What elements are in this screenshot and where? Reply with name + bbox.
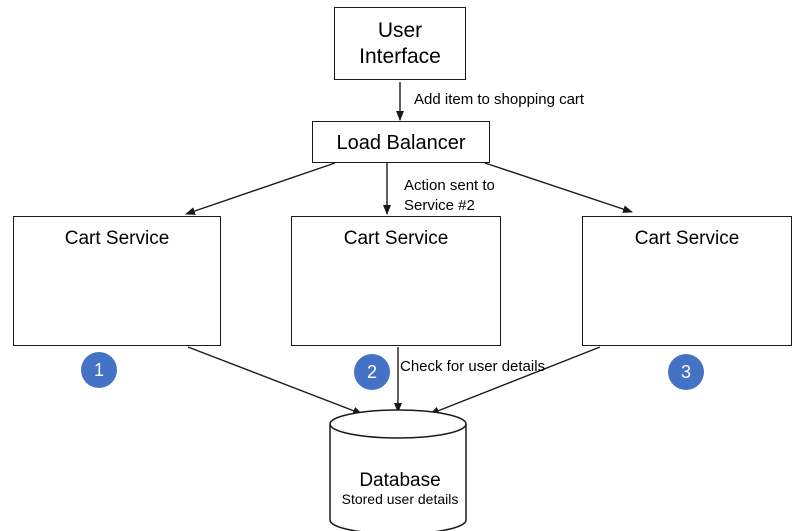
database-title: Database (359, 470, 441, 491)
cart-service-1-node: Cart Service (13, 216, 221, 346)
arrow-load-balancer-to-service-1 (185, 162, 336, 215)
add-item-label: Add item to shopping cart (414, 91, 585, 108)
check-user-details-label: Check for user details (400, 358, 546, 375)
load-balancer-node: Load Balancer (312, 121, 490, 163)
arrow-service-3-to-database (429, 346, 601, 415)
cart-service-3-label: Cart Service (634, 228, 740, 249)
database-subtitle: Stored user details (341, 491, 459, 507)
database-cylinder (329, 409, 467, 531)
cart-service-1-label: Cart Service (64, 228, 170, 249)
user-interface-node: User Interface (334, 7, 466, 80)
service-3-number-badge: 3 (668, 354, 704, 390)
cart-service-2-label: Cart Service (343, 228, 449, 249)
user-interface-line-1: User (377, 19, 423, 42)
action-sent-line-2: Service #2 (404, 196, 475, 214)
action-sent-line-1: Action sent to (404, 177, 495, 194)
cart-service-3-node: Cart Service (582, 216, 792, 346)
arrow-load-balancer-to-service-3 (484, 162, 633, 213)
user-interface-label: User Interface (335, 18, 465, 71)
user-interface-line-2: Interface (359, 45, 441, 69)
cart-service-2-node: Cart Service (291, 216, 501, 346)
service-2-number-badge: 2 (354, 354, 390, 390)
arrow-service-1-to-database (187, 346, 363, 415)
service-1-number-badge: 1 (81, 352, 117, 388)
load-balancer-label: Load Balancer (336, 132, 466, 154)
action-sent-label: Action sent to Service #2 (404, 176, 495, 215)
